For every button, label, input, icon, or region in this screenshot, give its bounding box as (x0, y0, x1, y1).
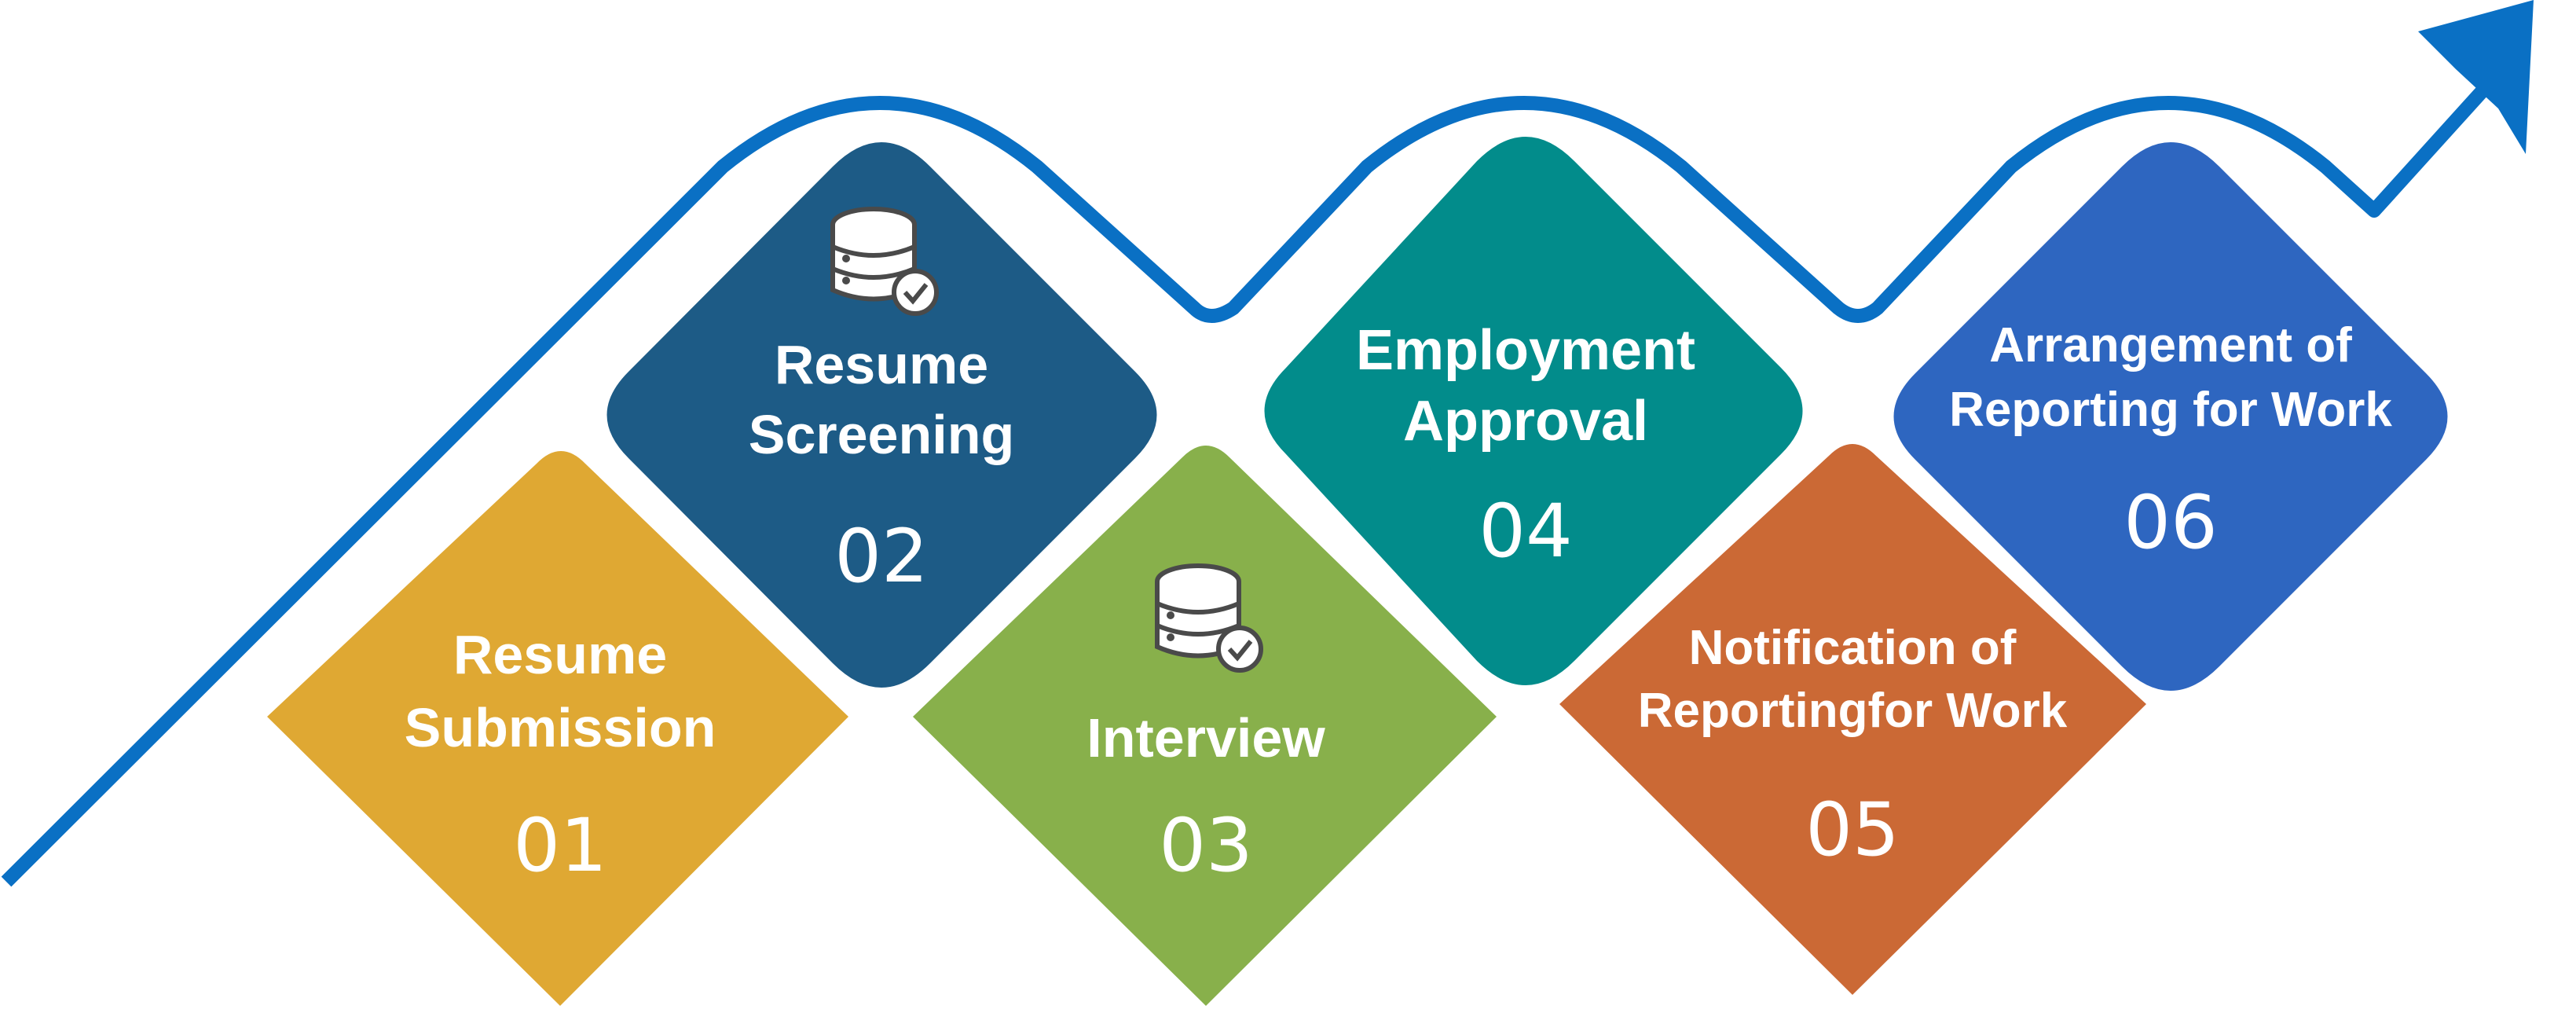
step-02-title-line1: Resume (775, 334, 988, 395)
step-06-number: 06 (2123, 480, 2218, 566)
step-03-number: 03 (1159, 803, 1253, 889)
step-02-title-line2: Screening (749, 404, 1014, 465)
step-06: Arrangement of Reporting for Work 06 (1893, 142, 2448, 691)
step-05-title-line2: Reportingfor Work (1638, 684, 2068, 738)
trend-arrow-line (1, 81, 2492, 887)
step-04: Employment Approval 04 (1264, 137, 1803, 685)
step-06-shape (1893, 142, 2448, 691)
trend-arrow-head (2418, 0, 2534, 154)
step-01-shape (267, 451, 848, 1006)
database-check-icon (1155, 563, 1263, 673)
step-02: Resume Screening 02 (606, 142, 1157, 688)
database-check-icon (830, 207, 939, 316)
step-03-shape (913, 446, 1497, 1006)
step-04-title-line2: Approval (1403, 390, 1648, 453)
step-01-number: 01 (513, 803, 607, 889)
step-04-title-line1: Employment (1356, 319, 1695, 382)
step-01-title-line2: Submission (405, 697, 716, 758)
step-02-shape (606, 142, 1157, 688)
step-02-number: 02 (834, 514, 929, 600)
step-05-shape (1559, 444, 2146, 995)
step-04-number: 04 (1479, 489, 1573, 574)
step-06-title-line1: Arrangement of (1989, 318, 2352, 372)
step-04-shape (1264, 137, 1803, 685)
step-03: Interview 03 (913, 446, 1497, 1006)
step-05: Notification of Reportingfor Work 05 (1559, 444, 2146, 995)
step-05-title-line1: Notification of (1689, 621, 2017, 675)
step-01: Resume Submission 01 (267, 451, 848, 1006)
step-01-title-line1: Resume (453, 624, 667, 685)
trend-arrow (1, 0, 2534, 887)
step-06-title-line2: Reporting for Work (1949, 383, 2392, 437)
step-05-number: 05 (1805, 787, 1900, 873)
step-03-title-line1: Interview (1086, 707, 1325, 769)
